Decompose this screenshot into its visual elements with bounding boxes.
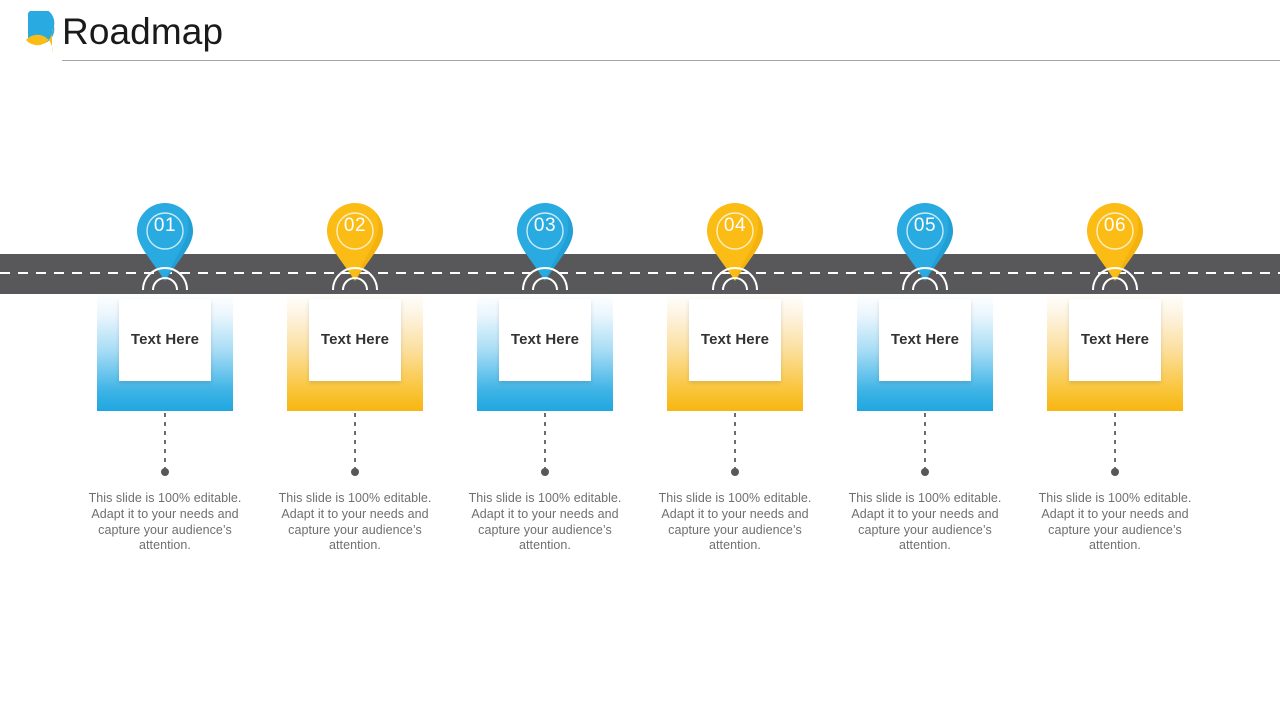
- card-label: Text Here: [130, 331, 200, 348]
- connector-dashed-line: [924, 413, 926, 468]
- connector-dashed-line: [164, 413, 166, 468]
- connector-end-dot: [1111, 468, 1119, 476]
- milestone-description: This slide is 100% editable. Adapt it to…: [468, 491, 622, 553]
- connector-end-dot: [921, 468, 929, 476]
- connector-end-dot: [731, 468, 739, 476]
- card-connector: [351, 413, 359, 476]
- card-inner-panel: Text Here: [1069, 299, 1161, 381]
- connector-dashed-line: [734, 413, 736, 468]
- card-connector: [1111, 413, 1119, 476]
- pin-ripple-icon: [1084, 262, 1146, 294]
- milestone-description: This slide is 100% editable. Adapt it to…: [658, 491, 812, 553]
- card-inner-panel: Text Here: [119, 299, 211, 381]
- road-band: [0, 254, 1280, 294]
- milestone-card[interactable]: Text Here: [857, 294, 993, 411]
- card-label: Text Here: [890, 331, 960, 348]
- pin-ripple-icon: [514, 262, 576, 294]
- card-inner-panel: Text Here: [309, 299, 401, 381]
- card-inner-panel: Text Here: [689, 299, 781, 381]
- milestone-description: This slide is 100% editable. Adapt it to…: [88, 491, 242, 553]
- page-title: Roadmap: [62, 11, 224, 52]
- card-label: Text Here: [320, 331, 390, 348]
- connector-end-dot: [541, 468, 549, 476]
- connector-dashed-line: [544, 413, 546, 468]
- milestone-card[interactable]: Text Here: [667, 294, 803, 411]
- card-connector: [541, 413, 549, 476]
- road-dashed-centerline: [0, 272, 1280, 274]
- card-connector: [731, 413, 739, 476]
- pin-ripple-icon: [704, 262, 766, 294]
- milestone-card[interactable]: Text Here: [1047, 294, 1183, 411]
- card-connector: [161, 413, 169, 476]
- milestone-card[interactable]: Text Here: [287, 294, 423, 411]
- card-label: Text Here: [700, 331, 770, 348]
- milestone-description: This slide is 100% editable. Adapt it to…: [278, 491, 432, 553]
- milestone-card[interactable]: Text Here: [97, 294, 233, 411]
- pin-ripple-icon: [324, 262, 386, 294]
- card-label: Text Here: [510, 331, 580, 348]
- brand-logo-icon: [20, 7, 60, 55]
- pin-ripple-icon: [134, 262, 196, 294]
- card-inner-panel: Text Here: [499, 299, 591, 381]
- milestone-card[interactable]: Text Here: [477, 294, 613, 411]
- pin-ripple-icon: [894, 262, 956, 294]
- card-connector: [921, 413, 929, 476]
- connector-dashed-line: [354, 413, 356, 468]
- connector-end-dot: [161, 468, 169, 476]
- header-divider: [62, 60, 1280, 61]
- milestone-description: This slide is 100% editable. Adapt it to…: [1038, 491, 1192, 553]
- milestone-description: This slide is 100% editable. Adapt it to…: [848, 491, 1002, 553]
- card-inner-panel: Text Here: [879, 299, 971, 381]
- card-label: Text Here: [1080, 331, 1150, 348]
- connector-dashed-line: [1114, 413, 1116, 468]
- slide-header: Roadmap: [0, 0, 1280, 62]
- connector-end-dot: [351, 468, 359, 476]
